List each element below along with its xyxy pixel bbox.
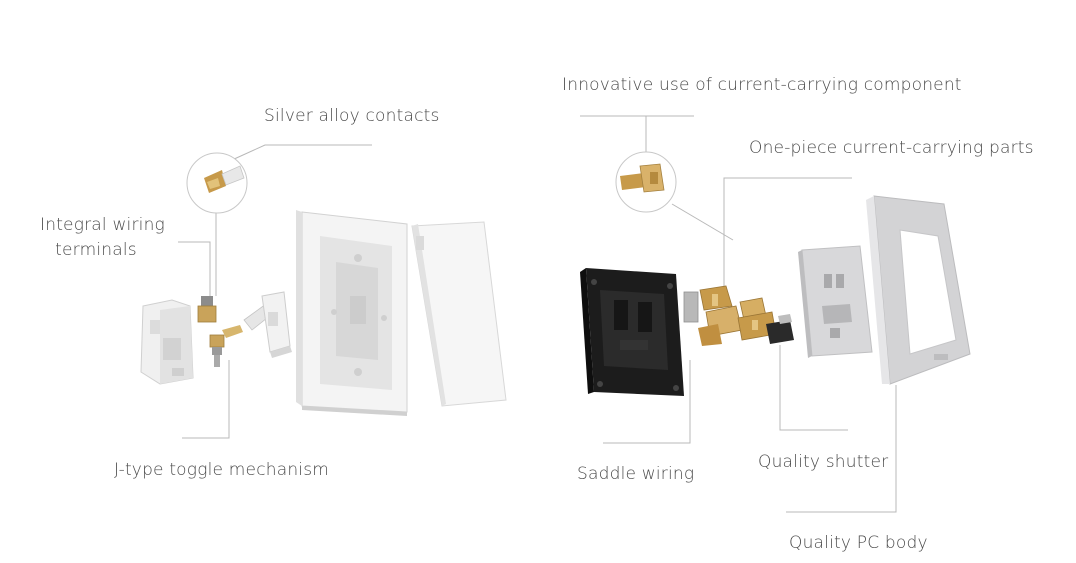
- label-integral-wiring-line2: terminals: [55, 240, 137, 261]
- silver-contacts-callout: [186, 152, 248, 214]
- safety-shutter: [766, 314, 794, 344]
- leader-lines: [178, 115, 897, 513]
- label-saddle-wiring: Saddle wiring: [577, 464, 695, 484]
- leader-pc-body: [786, 385, 897, 513]
- rocker-cover: [411, 221, 507, 407]
- label-quality-shutter: Quality shutter: [758, 452, 889, 472]
- leader-integral-wiring: [178, 241, 211, 300]
- label-quality-pc-body: Quality PC body: [789, 533, 928, 553]
- leader-j-type: [182, 360, 230, 439]
- switch-base-plate: [296, 210, 408, 416]
- saddle-base: [580, 268, 684, 396]
- mechanism-housing: [140, 299, 194, 385]
- leader-innovative-diag: [671, 203, 734, 241]
- label-integral-wiring-line1: Integral wiring: [40, 215, 165, 235]
- current-component-callout: [615, 151, 677, 213]
- toggle-lever: [243, 291, 292, 358]
- label-integral-wiring-terminals: Integral wiring terminals: [40, 215, 165, 261]
- pc-body-frame: [866, 195, 971, 385]
- label-j-type-toggle: J-type toggle mechanism: [114, 460, 330, 480]
- label-innovative-use: Innovative use of current-carrying compo…: [562, 75, 962, 95]
- label-one-piece-parts: One-piece current-carrying parts: [749, 138, 1034, 158]
- wiring-terminals: [197, 296, 243, 367]
- leader-shutter: [779, 345, 848, 431]
- leader-silver-contacts: [231, 144, 372, 161]
- leader-saddle: [603, 360, 691, 444]
- current-carrying-parts: [683, 285, 777, 346]
- leader-one-piece: [723, 177, 852, 286]
- label-silver-alloy-contacts: Silver alloy contacts: [264, 106, 440, 126]
- faceplate-insert: [798, 245, 873, 358]
